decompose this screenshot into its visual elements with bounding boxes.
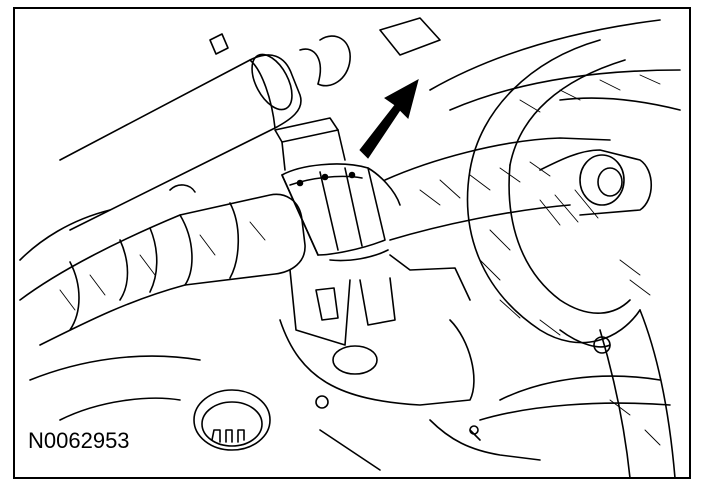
mounting-plate — [279, 319, 475, 406]
figure-id-label: N0062953 — [26, 428, 132, 454]
right-hose-lower — [466, 169, 641, 344]
upper-pipe — [59, 54, 302, 231]
indicator-arrow — [359, 79, 419, 159]
round-fitting — [193, 389, 271, 451]
main-hose — [19, 193, 306, 346]
right-stud — [579, 154, 625, 206]
upper-pipe-collar — [317, 35, 351, 87]
hose-clamp — [281, 163, 386, 256]
plate-hole — [332, 345, 378, 375]
upper-pipe-end — [251, 53, 293, 111]
line-art — [19, 17, 681, 479]
hatching — [59, 74, 661, 446]
right-fitting — [539, 149, 652, 216]
figure-border — [13, 7, 691, 479]
right-hose-outer — [469, 39, 601, 171]
lower-bracket — [289, 269, 351, 346]
